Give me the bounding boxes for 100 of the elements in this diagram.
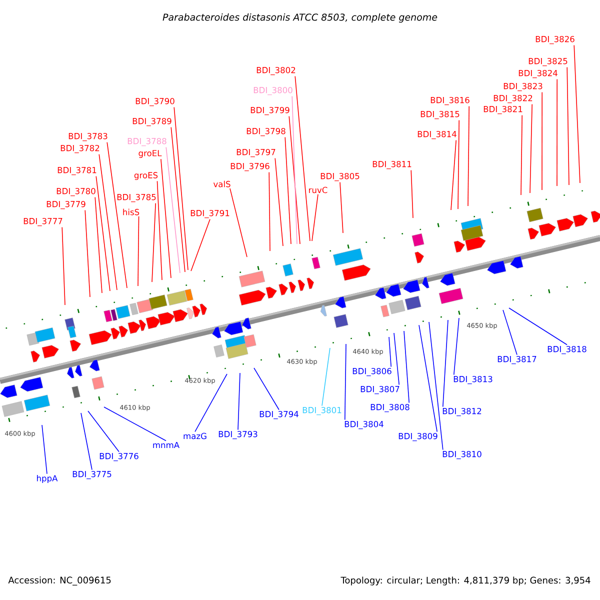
leader-line [410,170,414,218]
gene-label: groEL [138,150,162,158]
leader-line [194,374,228,432]
leader-line [96,176,110,292]
gene-label: BDI_3777 [24,218,62,226]
leader-line [574,44,580,184]
gene-label: BDI_3821 [484,106,522,114]
leader-line [502,310,518,356]
footer-text: Topology: circular; Length: 4,811,379 bp; Genes: 3,954 [340,576,590,586]
leader-line [80,412,92,470]
gene-label: BDI_3809 [398,432,438,442]
leader-line [274,158,284,246]
leader-line [88,410,120,452]
leader-line [160,158,172,278]
gene-label: BDI_3808 [370,404,410,412]
leader-line [104,406,166,442]
gene-label: BDI_3789 [132,118,172,126]
gene-label: BDI_3790 [136,98,174,106]
leader-line [530,104,532,194]
leader-line [292,96,298,244]
leader-line [450,140,456,210]
gene-label: mazG [184,432,206,440]
leader-line [566,66,570,186]
gene-label: BDI_3815 [420,110,460,120]
leader-line [322,348,330,406]
leader-line [42,424,48,474]
gene-label: BDI_3810 [442,450,482,460]
leader-line [238,372,240,430]
leader-line [190,218,210,272]
gene-label: BDI_3816 [430,96,470,106]
gene-label: BDI_3806 [352,368,392,376]
leader-line [418,324,438,432]
gene-label: BDI_3811 [372,160,412,170]
gene-label: BDI_3800 [254,86,292,96]
gene-label: BDI_3796 [230,162,270,172]
gene-label: BDI_3781 [58,166,96,176]
leader-line [170,126,186,272]
title: Parabacteroides distasonis ATCC 8503, complete genome [162,13,438,23]
gene-label: BDI_3802 [256,66,296,76]
gene-label: BDI_3799 [250,106,290,116]
gene-label: BDI_3805 [320,172,360,182]
leader-line [458,120,460,210]
gene-label: BDI_3807 [360,386,400,394]
leader-line [428,322,444,450]
gene-label: BDI_3780 [56,188,96,196]
leader-line [312,194,318,242]
gene-label: BDI_3785 [117,194,156,202]
leader-line [106,142,128,288]
leader-line [288,116,300,244]
leader-line [268,172,270,252]
leader-line [442,320,448,408]
leader-line [98,154,118,290]
gene-label: BDI_3823 [504,82,542,92]
gene-label: BDI_3783 [68,132,108,142]
footer-text: Accession: NC_009615 [8,576,111,586]
gene-label: ruvC [309,186,328,194]
gene-label: hppA [37,475,58,484]
gene-label: BDI_3779 [46,200,86,210]
gene-label: BDI_3804 [344,420,384,430]
gene-label: BDI_3818 [548,346,586,354]
gene-label: BDI_3824 [518,70,558,78]
gene-label: groES [134,172,158,180]
gene-label: valS [213,180,230,188]
leader-line [230,188,248,258]
leader-line [94,196,102,294]
gene-label: BDI_3791 [190,210,230,218]
gene-label: BDI_3788 [128,138,166,146]
gene-label: BDI_3798 [246,128,286,136]
leader-line [138,216,140,286]
leader-line [468,106,470,206]
leader-line [520,114,522,196]
gene-label: BDI_3817 [498,356,536,364]
leader-line [454,318,460,376]
leader-line [152,202,156,282]
leader-line [508,308,568,346]
gene-label: BDI_3822 [494,94,532,104]
gene-label: BDI_3775 [72,470,112,480]
leader-line [556,78,558,186]
gene-label: hisS [123,208,140,216]
leader-line [84,210,90,298]
leader-line [294,76,310,242]
leader-line [404,330,410,404]
gene-label: BDI_3793 [218,430,258,440]
leader-line [254,368,280,410]
leader-line [388,336,392,368]
leader-line [174,106,188,270]
gene-label: BDI_3826 [536,36,574,44]
gene-label: mnmA [153,442,180,448]
leader-line [344,344,346,420]
gene-label: BDI_3776 [100,452,138,462]
gene-label: BDI_3825 [528,58,568,66]
gene-label: BDI_3797 [236,148,276,158]
leader-line [156,180,162,280]
gene-label: BDI_3813 [454,376,492,384]
leader-line [62,226,66,306]
gene-label: BDI_3794 [260,410,298,420]
gene-label: BDI_3782 [60,144,100,154]
leader-line [394,332,400,386]
leader-line [284,136,292,244]
leader-line [166,146,180,274]
